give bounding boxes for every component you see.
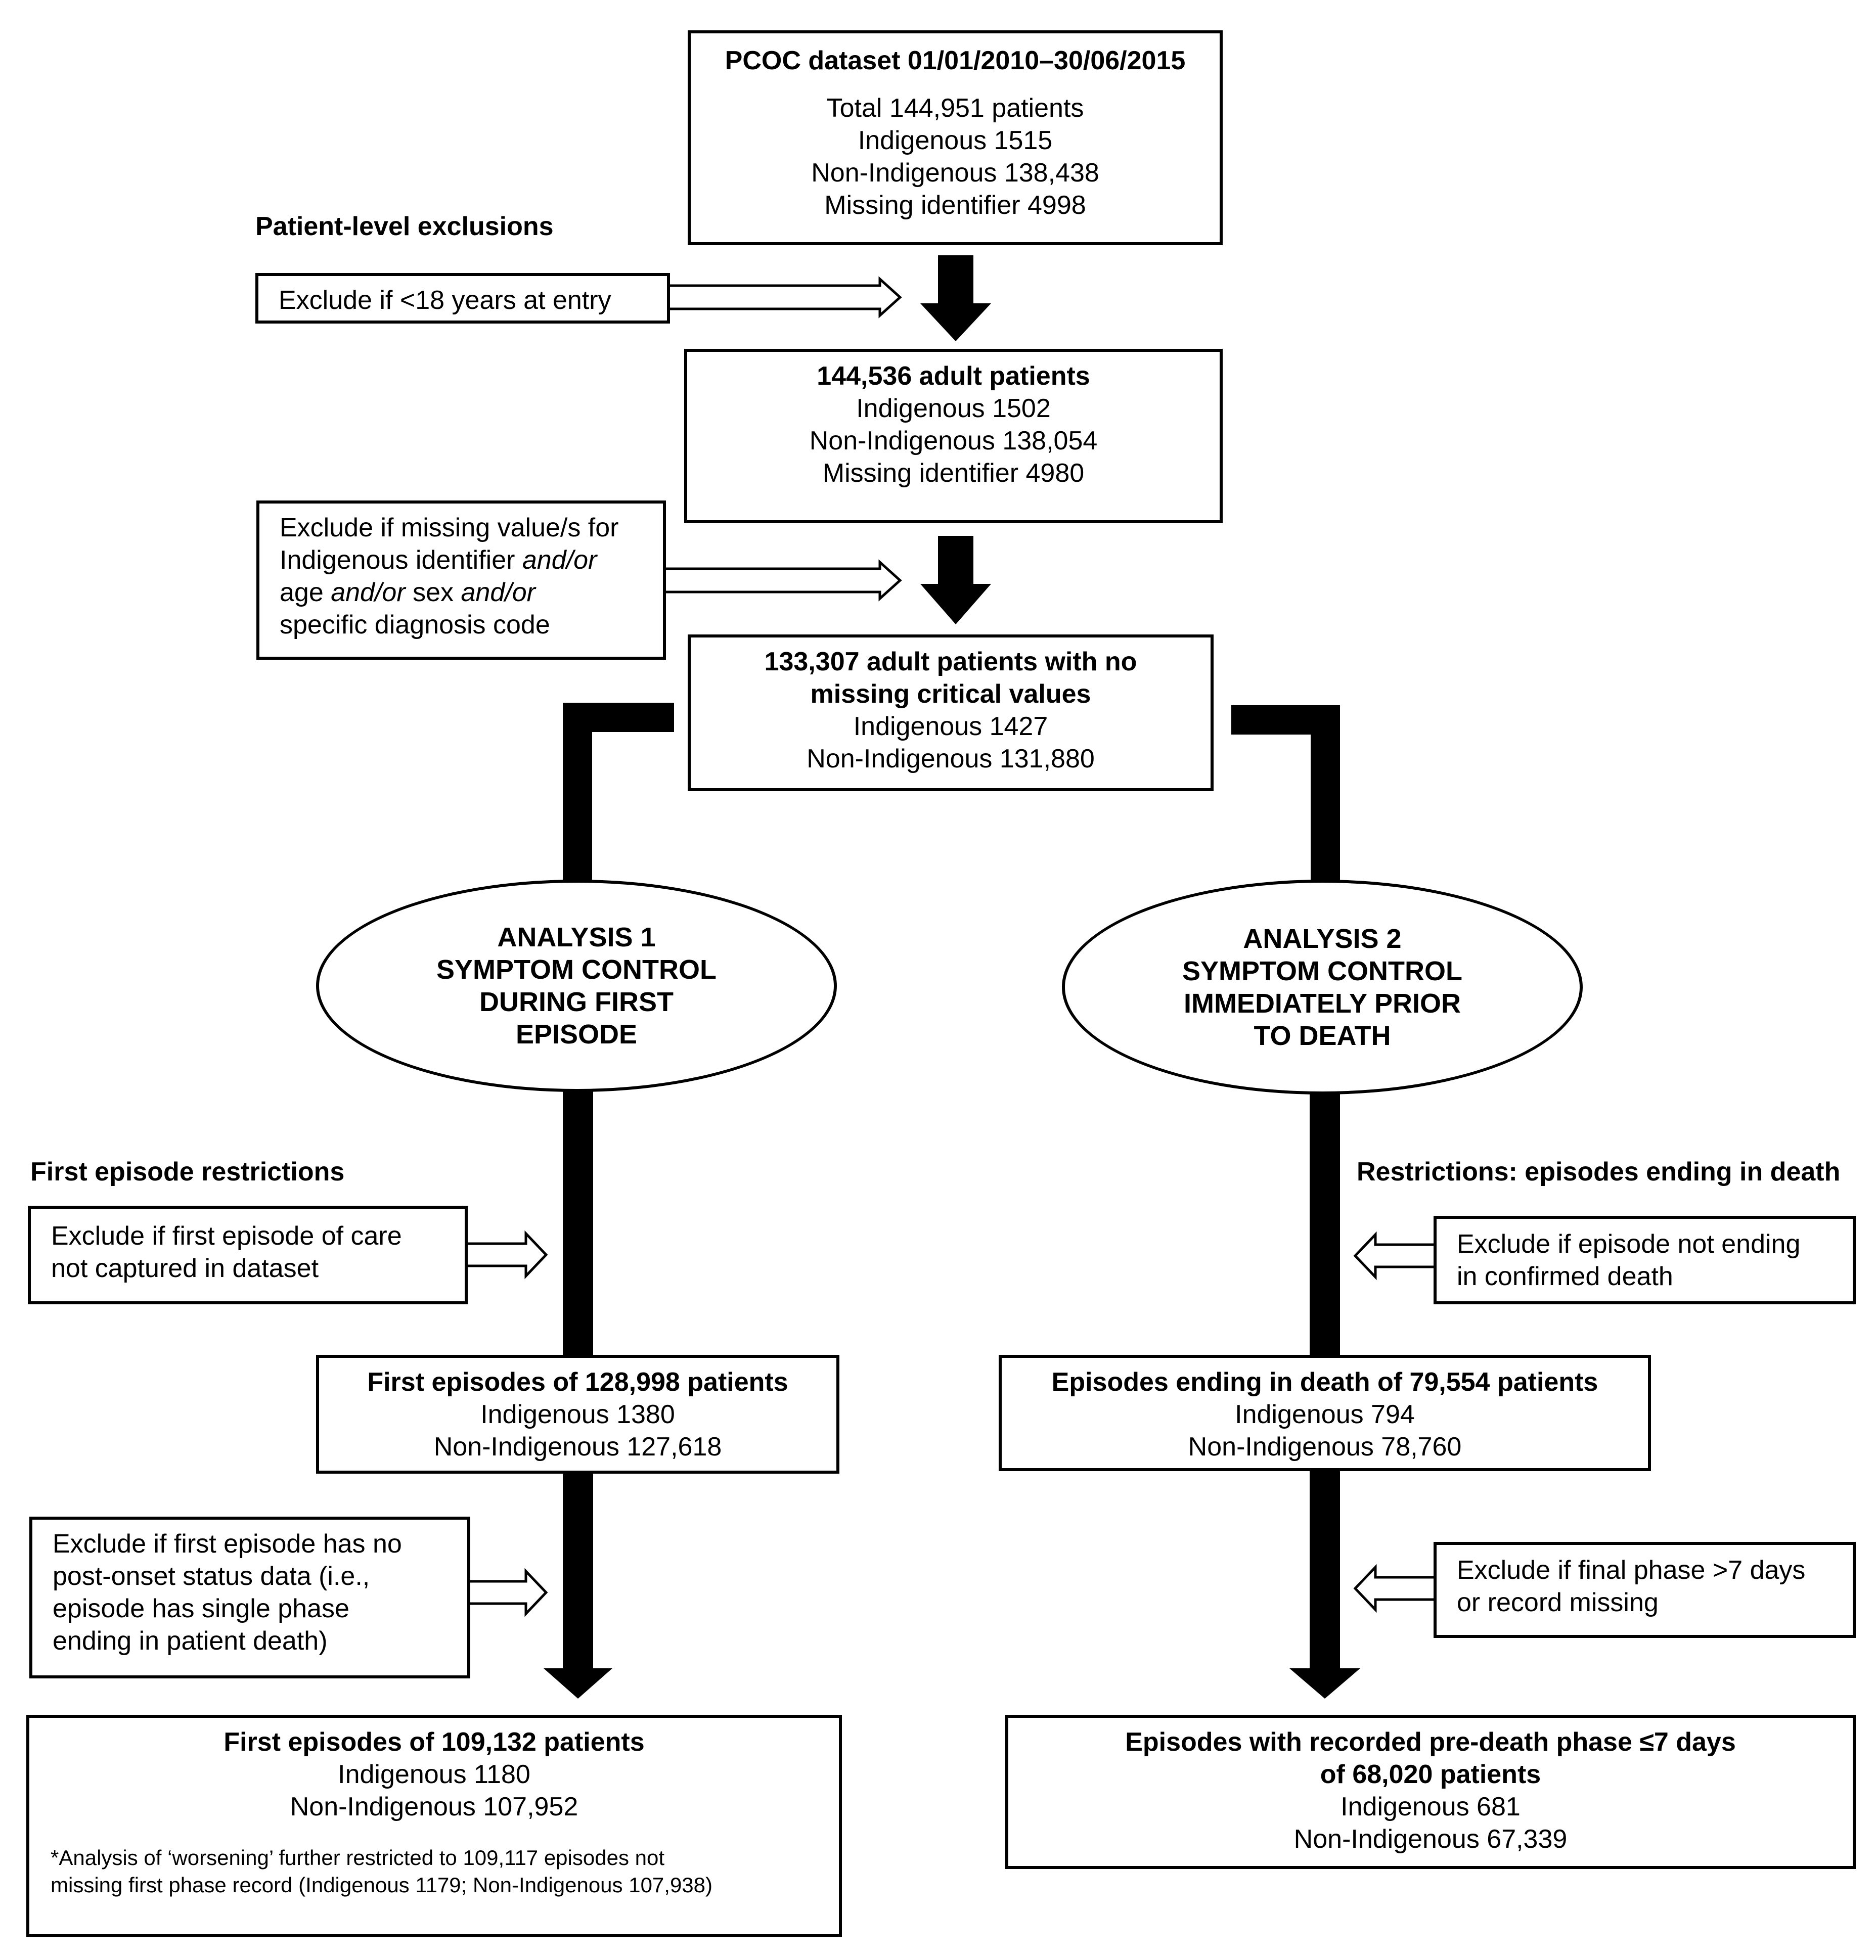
dataset-line-1: Total 144,951 patients xyxy=(826,94,1084,123)
exclude-postonset-line-1: Exclude if first episode has no xyxy=(53,1529,402,1559)
no-missing-line-2: Non-Indigenous 131,880 xyxy=(807,744,1095,773)
left-arrowhead xyxy=(544,1668,612,1699)
exclude-death-line-2: in confirmed death xyxy=(1457,1262,1673,1291)
adult-patients-box: 144,536 adult patients Indigenous 1502 N… xyxy=(684,349,1223,523)
death-episodes-line-2: Non-Indigenous 78,760 xyxy=(1188,1432,1462,1462)
exclude-missing-l2a: Indigenous identifier xyxy=(280,545,522,575)
dataset-line-3: Non-Indigenous 138,438 xyxy=(811,158,1099,188)
adult-title: 144,536 adult patients xyxy=(817,361,1090,391)
exclude-phase-line-2: or record missing xyxy=(1457,1588,1659,1617)
hollow-arrow-postonset xyxy=(464,1568,548,1617)
adult-line-2: Non-Indigenous 138,054 xyxy=(809,426,1098,455)
no-missing-line-1: Indigenous 1427 xyxy=(853,712,1048,741)
dataset-line-2: Indigenous 1515 xyxy=(858,126,1053,155)
final-first-note-1: *Analysis of ‘worsening’ further restric… xyxy=(51,1846,665,1870)
death-episodes-title: Episodes ending in death of 79,554 patie… xyxy=(1051,1368,1598,1397)
first-episodes-line-1: Indigenous 1380 xyxy=(480,1400,675,1429)
analysis-1-line-2: SYMPTOM CONTROL xyxy=(436,954,717,985)
exclude-postonset-line-2: post-onset status data (i.e., xyxy=(53,1562,370,1591)
exclude-missing-l3b: and/or xyxy=(331,578,406,607)
analysis-2-ellipse: ANALYSIS 2 SYMPTOM CONTROL IMMEDIATELY P… xyxy=(1062,880,1583,1095)
adult-line-1: Indigenous 1502 xyxy=(856,394,1051,423)
final-death-title-2: of 68,020 patients xyxy=(1320,1760,1541,1789)
analysis-1-line-4: EPISODE xyxy=(515,1019,638,1050)
hollow-arrow-missing xyxy=(661,559,902,602)
analysis-2-line-2: SYMPTOM CONTROL xyxy=(1182,955,1462,986)
first-episodes-line-2: Non-Indigenous 127,618 xyxy=(433,1432,722,1462)
analysis-1-line-1: ANALYSIS 1 xyxy=(497,922,656,952)
right-stem-2 xyxy=(1310,1466,1340,1671)
left-stem-2 xyxy=(563,1469,593,1671)
final-death-line-1: Indigenous 681 xyxy=(1341,1792,1521,1821)
final-first-line-1: Indigenous 1180 xyxy=(338,1760,530,1789)
exclude-postonset-line-4: ending in patient death) xyxy=(53,1626,328,1656)
left-stem-1 xyxy=(563,1087,593,1360)
exclude-missing-line-3: age and/or sex and/or xyxy=(280,576,643,609)
hollow-arrow-death xyxy=(1353,1231,1438,1281)
analysis-2-line-4: TO DEATH xyxy=(1254,1020,1391,1051)
analysis-2-line-3: IMMEDIATELY PRIOR xyxy=(1183,988,1461,1019)
exclude-age-box: Exclude if <18 years at entry xyxy=(255,273,670,324)
hollow-arrow-age xyxy=(663,276,902,318)
right-stem-1 xyxy=(1310,1089,1340,1357)
exclude-phase-box: Exclude if final phase >7 days or record… xyxy=(1434,1542,1856,1638)
exclude-death-box: Exclude if episode not ending in confirm… xyxy=(1434,1216,1856,1304)
branch-right-connector xyxy=(1231,705,1340,885)
no-missing-title-1: 133,307 adult patients with no xyxy=(764,647,1137,676)
right-arrowhead xyxy=(1289,1668,1360,1699)
first-episode-restrictions-heading: First episode restrictions xyxy=(30,1157,345,1187)
death-episodes-line-1: Indigenous 794 xyxy=(1235,1400,1415,1429)
exclude-missing-line-1: Exclude if missing value/s for xyxy=(280,513,619,542)
exclude-missing-line-4: specific diagnosis code xyxy=(280,610,550,640)
exclude-age-text: Exclude if <18 years at entry xyxy=(279,286,611,315)
exclude-missing-l3a: age xyxy=(280,578,331,607)
exclude-first-line-2: not captured in dataset xyxy=(51,1254,319,1283)
exclude-missing-l3d: and/or xyxy=(461,578,535,607)
exclude-phase-line-1: Exclude if final phase >7 days xyxy=(1457,1556,1806,1585)
down-arrow-2 xyxy=(920,536,991,624)
death-restrictions-heading: Restrictions: episodes ending in death xyxy=(1357,1157,1841,1187)
death-episodes-box: Episodes ending in death of 79,554 patie… xyxy=(999,1355,1651,1471)
exclude-missing-line-2: Indigenous identifier and/or xyxy=(280,544,643,576)
first-episodes-title: First episodes of 128,998 patients xyxy=(367,1368,788,1397)
exclude-missing-box: Exclude if missing value/s for Indigenou… xyxy=(256,500,666,660)
dataset-title: PCOC dataset 01/01/2010–30/06/2015 xyxy=(725,46,1186,75)
first-episodes-box: First episodes of 128,998 patients Indig… xyxy=(316,1355,839,1474)
final-death-line-2: Non-Indigenous 67,339 xyxy=(1293,1825,1568,1854)
final-first-title: First episodes of 109,132 patients xyxy=(224,1727,645,1757)
exclude-missing-l2b: and/or xyxy=(522,545,597,575)
exclude-death-line-1: Exclude if episode not ending xyxy=(1457,1229,1801,1259)
analysis-1-line-3: DURING FIRST xyxy=(479,987,674,1017)
final-first-line-2: Non-Indigenous 107,952 xyxy=(290,1792,578,1821)
no-missing-box: 133,307 adult patients with no missing c… xyxy=(688,634,1214,791)
no-missing-title-2: missing critical values xyxy=(810,679,1091,709)
patient-exclusions-heading: Patient-level exclusions xyxy=(255,212,554,241)
hollow-arrow-first xyxy=(464,1230,548,1280)
final-death-episodes-box: Episodes with recorded pre-death phase ≤… xyxy=(1005,1715,1856,1869)
exclude-postonset-line-3: episode has single phase xyxy=(53,1594,349,1623)
final-first-episodes-box: First episodes of 109,132 patients Indig… xyxy=(26,1715,842,1937)
analysis-1-ellipse: ANALYSIS 1 SYMPTOM CONTROL DURING FIRST … xyxy=(316,880,837,1092)
exclude-missing-l3c: sex xyxy=(405,578,461,607)
branch-left-connector xyxy=(563,703,674,885)
exclude-first-line-1: Exclude if first episode of care xyxy=(51,1221,402,1251)
exclude-first-episode-box: Exclude if first episode of care not cap… xyxy=(28,1206,468,1304)
adult-line-3: Missing identifier 4980 xyxy=(822,459,1085,488)
final-death-title-1: Episodes with recorded pre-death phase ≤… xyxy=(1125,1727,1736,1757)
analysis-2-line-1: ANALYSIS 2 xyxy=(1243,923,1402,954)
exclude-postonset-box: Exclude if first episode has no post-ons… xyxy=(29,1517,470,1678)
final-first-note-2: missing first phase record (Indigenous 1… xyxy=(51,1873,713,1897)
dataset-box: PCOC dataset 01/01/2010–30/06/2015 Total… xyxy=(688,30,1223,245)
hollow-arrow-phase xyxy=(1353,1564,1438,1613)
dataset-line-4: Missing identifier 4998 xyxy=(824,191,1086,220)
down-arrow-1 xyxy=(920,255,991,341)
